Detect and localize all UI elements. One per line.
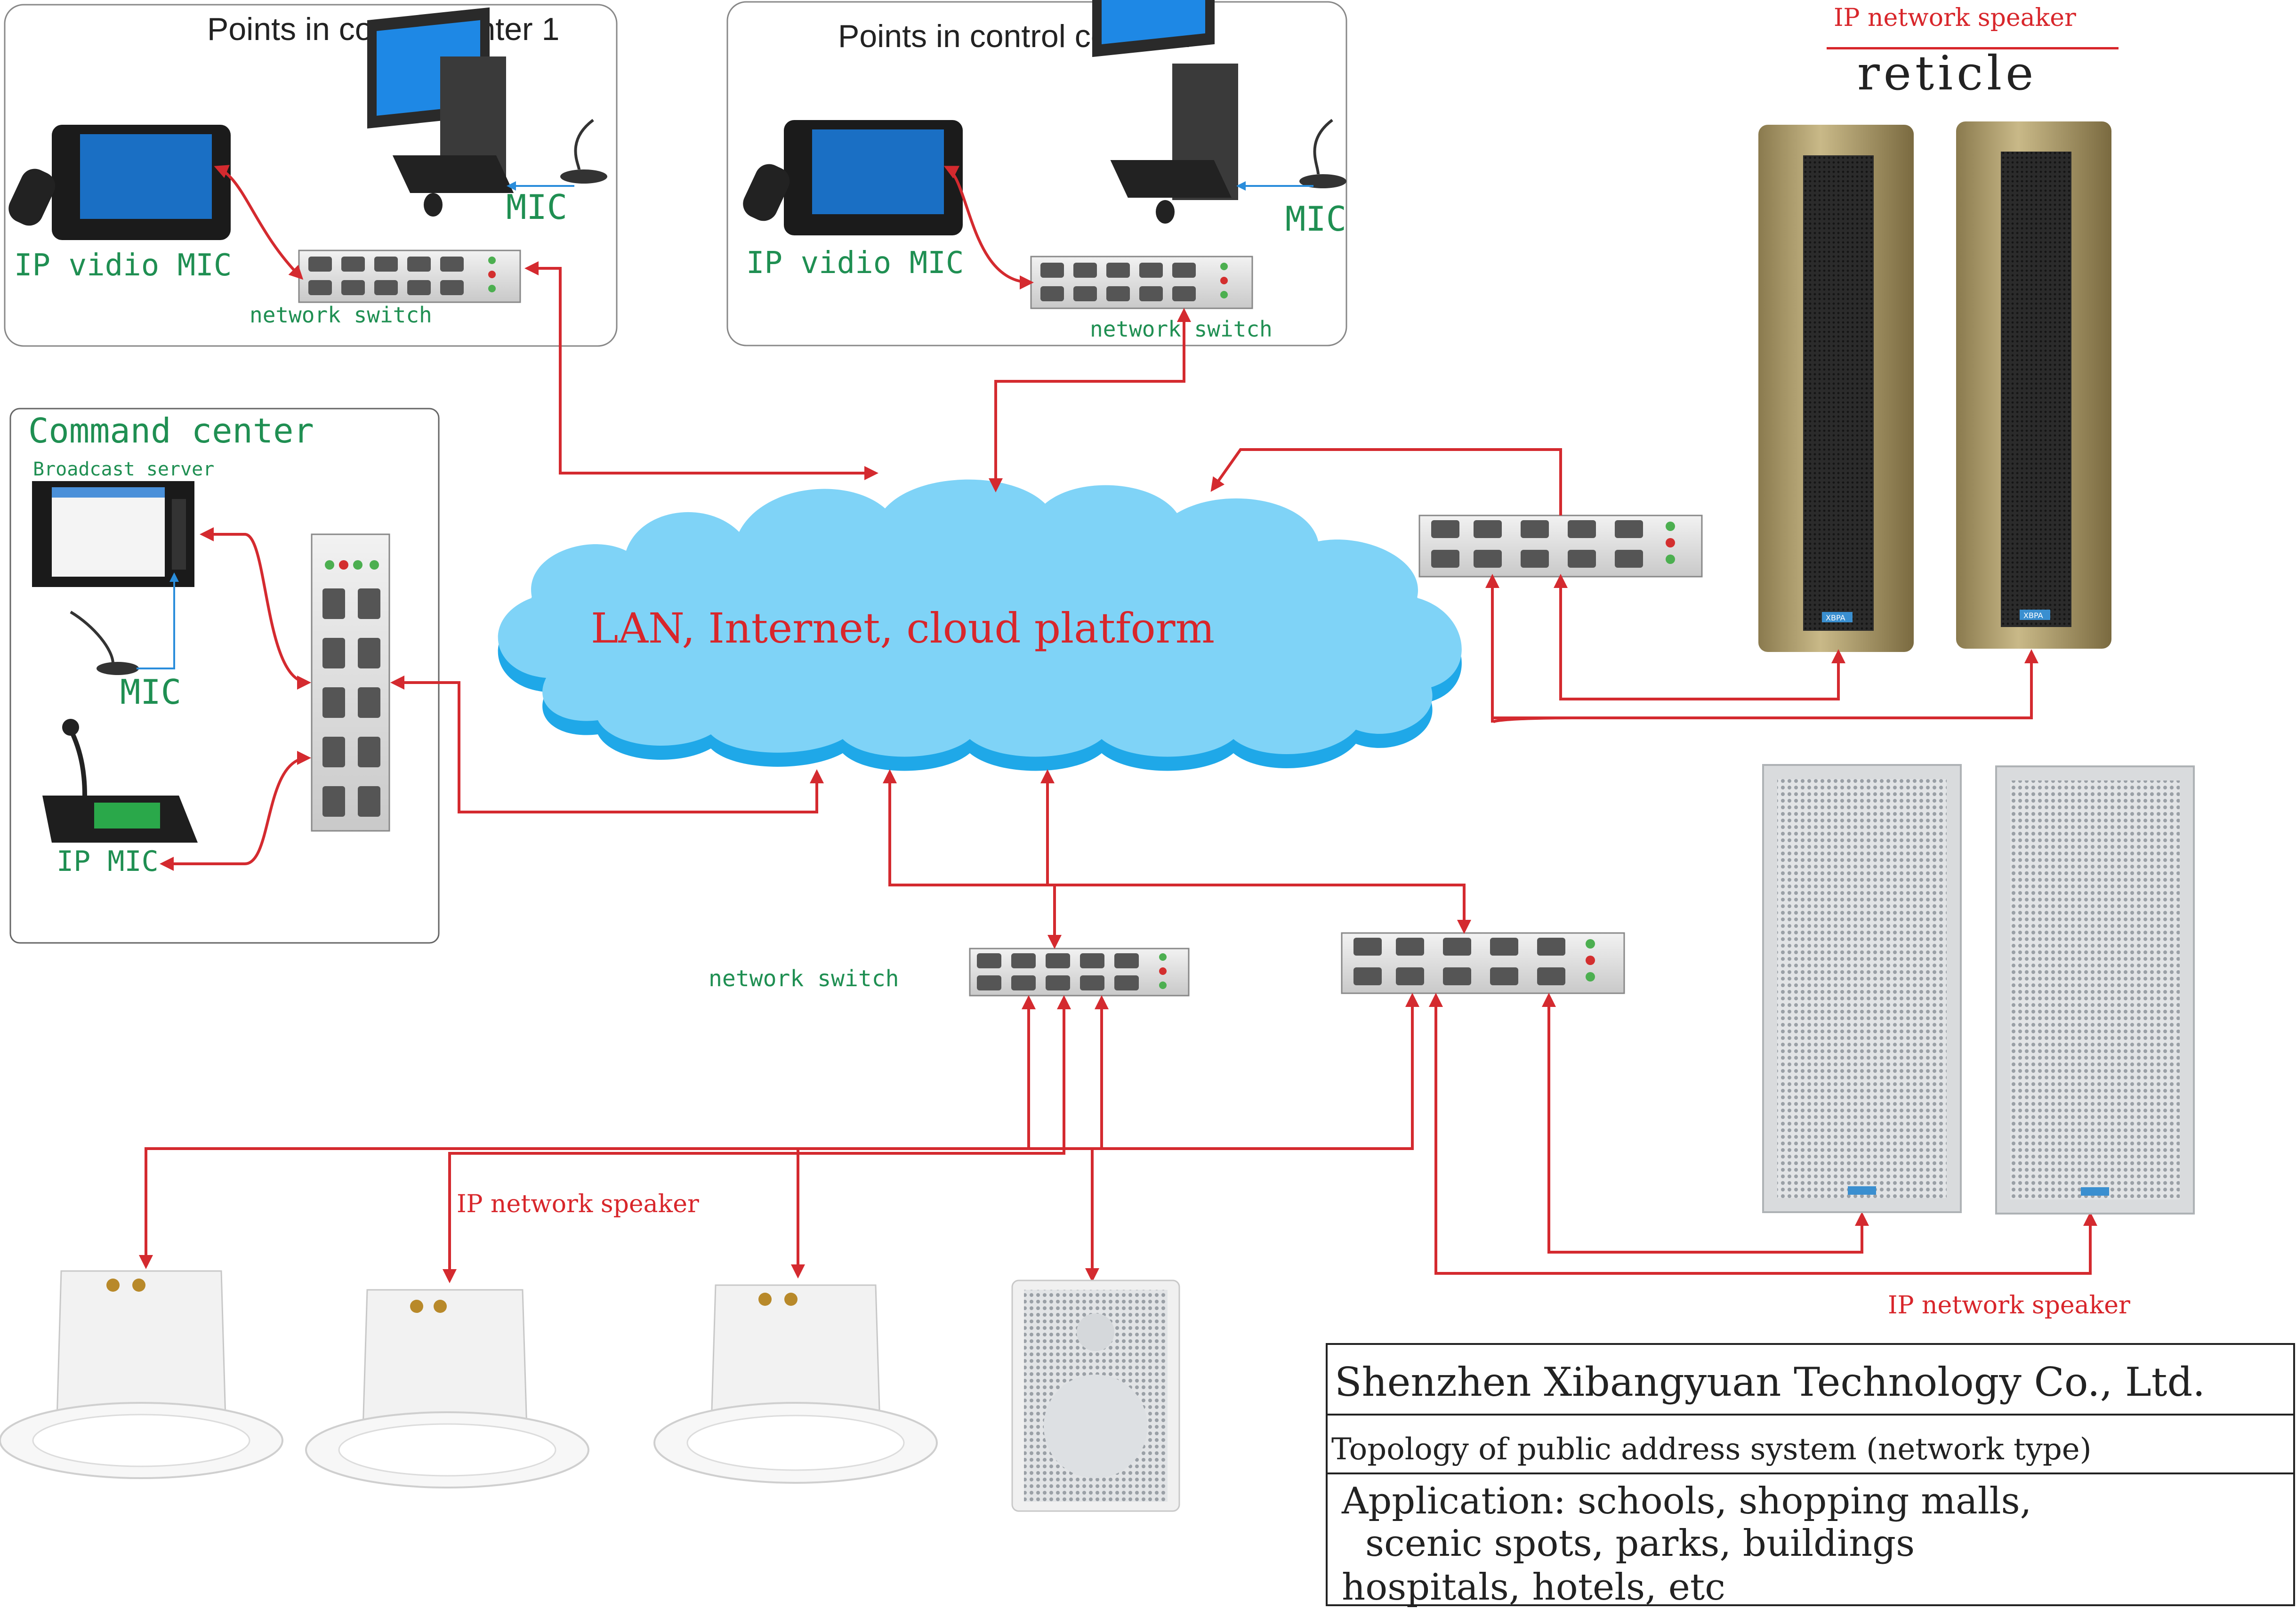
ceiling-speaker-1 <box>0 1270 283 1479</box>
control-center-1-video-mic-label: IP vidio MIC <box>14 248 232 283</box>
speaker-brand-badge: XBPA <box>1826 613 1845 622</box>
wall-speaker-1 <box>1762 764 1962 1213</box>
wire-cc1-cloud <box>524 261 878 480</box>
computer-2-icon <box>1092 0 1346 224</box>
wire-wall-speaker-1 <box>1542 993 1869 1254</box>
cloud-label: LAN, Internet, cloud platform <box>591 604 1215 652</box>
control-center-2-panel: Points in control center 2 MIC IP vidio … <box>726 0 1347 346</box>
command-desk-mic-icon <box>70 611 139 675</box>
wire-column-switch-cloud <box>1210 448 1562 515</box>
wire-ceiling-speaker-3 <box>791 995 1109 1279</box>
wire-cc2-cloud <box>989 308 1191 492</box>
control-center-1-mic-label: MIC <box>506 187 567 227</box>
wall-speakers-label: IP network speaker <box>1888 1291 2130 1319</box>
info-box: Shenzhen Xibangyuan Technology Co., Ltd.… <box>1326 1343 2295 1609</box>
column-speaker-1: XBPA <box>1758 125 1914 652</box>
cloud-platform: LAN, Internet, cloud platform <box>498 479 1462 771</box>
ceiling-speaker-3 <box>653 1284 938 1484</box>
wire-cloud-bottom-switch-right <box>1040 769 1471 934</box>
ip-mic-console-icon <box>42 719 198 843</box>
wire-wall-speaker-2 <box>1429 993 2097 1275</box>
application-line-2: scenic spots, parks, buildings <box>1365 1522 1915 1565</box>
broadcast-server-label: Broadcast server <box>33 459 214 480</box>
column-speaker-switch <box>1418 515 1703 578</box>
wire-ceiling-speaker-2 <box>443 995 1071 1283</box>
bottom-switch-label: network switch <box>709 965 899 992</box>
ip-mic-label: IP MIC <box>56 845 159 878</box>
wire-cloud-bottom-switch-left <box>883 769 1062 949</box>
title-underline <box>1827 47 2119 49</box>
control-center-2-switch-label: network switch <box>1090 316 1273 342</box>
wall-speaker-small <box>1011 1279 1180 1512</box>
ceiling-speakers-label: IP network speaker <box>457 1190 699 1218</box>
topology-title: Topology of public address system (netwo… <box>1331 1432 2092 1467</box>
ip-video-mic-device <box>8 125 231 240</box>
command-center-title: Command center <box>28 411 314 451</box>
column-speakers-subtitle: reticle <box>1857 46 2037 101</box>
bottom-switch-left <box>969 948 1190 997</box>
command-center-mic-label: MIC <box>120 672 181 712</box>
application-line-3: hospitals, hotels, etc <box>1342 1566 1725 1609</box>
application-line-1: Application: schools, shopping malls, <box>1341 1480 2031 1522</box>
ceiling-speaker-2 <box>305 1289 589 1488</box>
command-center-switch <box>311 533 390 832</box>
control-center-1-switch-label: network switch <box>250 302 432 328</box>
control-center-2-mic-label: MIC <box>1285 199 1346 239</box>
computer-1-icon <box>367 7 607 217</box>
control-center-2-video-mic-label: IP vidio MIC <box>746 246 964 281</box>
control-center-1-panel: Points in control center 1 MIC IP vidio … <box>4 4 618 347</box>
wire-ceiling-speaker-1 <box>139 995 1036 1269</box>
wall-speaker-2 <box>1995 765 2195 1215</box>
column-speaker-2: XBPA <box>1956 121 2111 649</box>
wire-command-cloud <box>390 676 824 813</box>
speaker-brand-badge: XBPA <box>2023 611 2043 620</box>
command-center-panel: Command center Broadcast server MIC IP M… <box>9 408 440 944</box>
ip-video-mic-device-2 <box>743 120 963 235</box>
broadcast-server-icon <box>32 481 194 587</box>
wire-wall-speaker-small <box>1085 993 1419 1282</box>
company-name: Shenzhen Xibangyuan Technology Co., Ltd. <box>1335 1359 2205 1405</box>
wire-column-speaker-2 <box>1485 574 2038 719</box>
control-center-1-switch <box>298 249 521 303</box>
control-center-2-switch <box>1030 256 1253 309</box>
column-speakers-title: IP network speaker <box>1834 4 2076 32</box>
bottom-switch-right <box>1341 932 1625 994</box>
